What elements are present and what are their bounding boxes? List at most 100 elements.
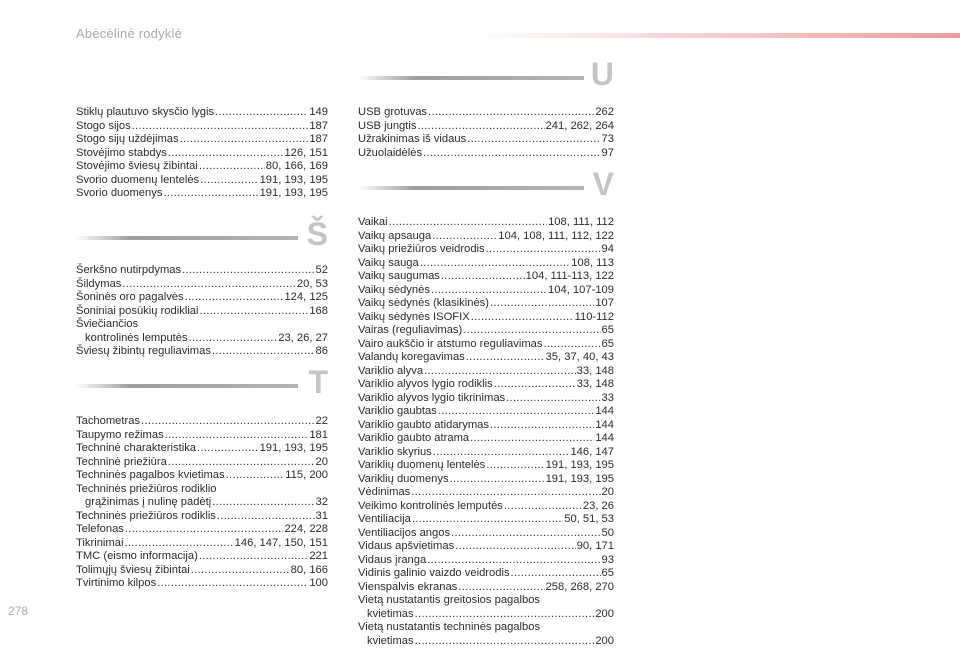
index-entry: Stogo sijos187	[76, 120, 328, 134]
index-entry: Svorio duomenys191, 193, 195	[76, 187, 328, 201]
index-term: Vaikų sėdynės (klasikinės)	[358, 297, 489, 311]
index-term: Vaikų priežiūros veidrodis	[358, 243, 485, 257]
dot-leader	[432, 230, 497, 244]
index-page-refs: 191, 193, 195	[260, 187, 328, 201]
dot-leader	[124, 537, 233, 551]
dot-leader	[165, 429, 309, 443]
index-entry: Variklio alyvos lygio rodiklis33, 148	[358, 378, 614, 392]
index-term: Vidaus įranga	[358, 554, 426, 568]
index-entry: Vaikų apsauga104, 108, 111, 112, 122	[358, 230, 614, 244]
index-term: Techninė charakteristika	[76, 442, 196, 456]
dot-leader	[490, 419, 594, 433]
index-term: Variklio gaubto atrama	[358, 432, 469, 446]
index-entry: kontrolinės lemputės23, 26, 27	[76, 332, 328, 346]
index-term: Variklio gaubto atidarymas	[358, 419, 489, 433]
dot-leader	[433, 446, 570, 460]
page-number: 278	[8, 604, 28, 618]
index-term: Užuolaidėlės	[358, 147, 422, 161]
index-entry: Variklio alyva33, 148	[358, 365, 614, 379]
dot-leader	[424, 365, 576, 379]
dot-leader	[543, 338, 600, 352]
dot-leader	[420, 257, 571, 271]
header-rule	[470, 33, 960, 38]
dot-leader	[168, 456, 315, 470]
index-list-t: Tachometras22Taupymo režimas181Techninė …	[76, 415, 328, 591]
index-page-refs: 241, 262, 264	[546, 120, 614, 134]
index-entry: Vaikų priežiūros veidrodis94	[358, 243, 614, 257]
index-entry: Taupymo režimas181	[76, 429, 328, 443]
index-page-refs: 181	[309, 429, 328, 443]
index-entry: Telefonas224, 228	[76, 523, 328, 537]
dot-leader	[466, 351, 545, 365]
index-entry: Stogo sijų uždėjimas187	[76, 133, 328, 147]
dot-leader	[200, 305, 309, 319]
section-divider	[358, 186, 584, 190]
index-entry: Valandų koregavimas35, 37, 40, 43	[358, 351, 614, 365]
dot-leader	[423, 147, 600, 161]
dot-leader	[494, 378, 576, 392]
index-page-refs: 126, 151	[284, 147, 328, 161]
index-term: Vietą nustatantis techninės pagalbos	[358, 621, 540, 635]
dot-leader	[412, 513, 563, 527]
index-term: Vaikų sėdynės ISOFIX	[358, 311, 470, 325]
index-page-refs: 104, 108, 111, 112, 122	[498, 230, 614, 244]
dot-leader	[168, 147, 284, 161]
index-entry: Variklio gaubto atidarymas 144	[358, 419, 614, 433]
index-page-refs: 149	[309, 106, 328, 120]
index-page-refs: 33	[602, 392, 614, 406]
index-term: Variklio alyva	[358, 365, 423, 379]
index-entry: Veikimo kontrolinės lemputės23, 26	[358, 500, 614, 514]
index-entry: Tvirtinimo kilpos100	[76, 577, 328, 591]
index-page-refs: 97	[602, 147, 614, 161]
index-term: Variklio alyvos lygio tikrinimas	[358, 392, 505, 406]
index-entry: Techninės priežiūros rodiklis31	[76, 510, 328, 524]
index-entry: Ventiliacijos angos50	[358, 527, 614, 541]
index-page-refs: 20	[602, 486, 614, 500]
index-entry: TMC (eismo informacija)221	[76, 550, 328, 564]
index-page-refs: 144	[595, 419, 614, 433]
index-entry: Techninės priežiūros rodiklio	[76, 483, 328, 497]
index-list-sh: Šerkšno nutirpdymas52Šildymas20, 53Šonin…	[76, 264, 328, 359]
dot-leader	[200, 174, 258, 188]
dot-leader	[180, 133, 309, 147]
index-term: Vairas (reguliavimas)	[358, 324, 462, 338]
dot-leader	[451, 527, 601, 541]
dot-leader	[490, 297, 594, 311]
index-page-refs: 124, 125	[284, 291, 328, 305]
section-letter: T	[308, 364, 328, 401]
section-heading-u: U	[358, 66, 614, 96]
index-term: Valandų koregavimas	[358, 351, 465, 365]
index-term: Tachometras	[76, 415, 140, 429]
index-page-refs: 191, 193, 195	[260, 442, 328, 456]
dot-leader	[199, 550, 308, 564]
dot-leader	[182, 264, 314, 278]
index-page-refs: 108, 111, 112	[548, 216, 614, 230]
dot-leader	[450, 473, 545, 487]
dot-leader	[141, 415, 315, 429]
index-entry: Vairas (reguliavimas)65	[358, 324, 614, 338]
index-entry: Vienspalvis ekranas258, 268, 270	[358, 581, 614, 595]
dot-leader	[458, 581, 544, 595]
index-entry: Stiklų plautuvo skysčio lygis149	[76, 106, 328, 120]
index-entry: Šoninės oro pagalvės 124, 125	[76, 291, 328, 305]
index-page-refs: 144	[595, 405, 614, 419]
index-page-refs: 32	[316, 496, 328, 510]
index-term: Šoninės oro pagalvės	[76, 291, 184, 305]
index-term: Ventiliacijos angos	[358, 527, 450, 541]
index-entry: Šildymas20, 53	[76, 278, 328, 292]
index-term: Ventiliacija	[358, 513, 411, 527]
dot-leader	[417, 120, 544, 134]
index-page-refs: 191, 193, 195	[546, 473, 614, 487]
dot-leader	[511, 567, 601, 581]
index-term: Variklio skyrius	[358, 446, 432, 460]
index-page-refs: 50, 51, 53	[564, 513, 614, 527]
index-term: kvietimas	[367, 608, 414, 622]
dot-leader	[470, 432, 594, 446]
index-entry: Vaikų sėdynės ISOFIX110-112	[358, 311, 614, 325]
index-entry: Variklio gaubto atrama144	[358, 432, 614, 446]
dot-leader	[125, 523, 284, 537]
index-page-refs: 23, 26, 27	[278, 332, 328, 346]
index-page-refs: 146, 147	[570, 446, 614, 460]
index-entry: Vaikų sauga108, 113	[358, 257, 614, 271]
index-term: Vaikai	[358, 216, 388, 230]
